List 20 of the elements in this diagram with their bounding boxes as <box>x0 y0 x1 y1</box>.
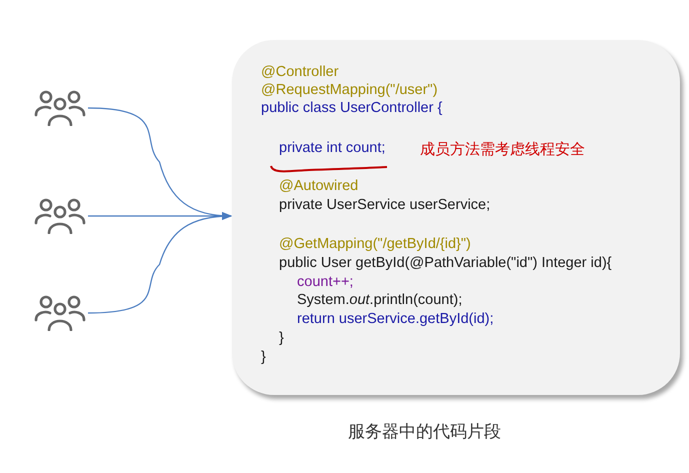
code-line: } <box>279 329 284 347</box>
people-icon <box>34 90 86 126</box>
code-line: System.out.println(count); <box>297 291 462 309</box>
caption: 服务器中的代码片段 <box>348 421 501 443</box>
code-line: public class UserController { <box>261 99 442 117</box>
code-line: } <box>261 348 266 366</box>
code-line: public User getById(@PathVariable("id") Integer id){ <box>279 254 612 272</box>
code-line: private UserService userService; <box>279 196 490 214</box>
code-line: private int count; <box>279 139 386 157</box>
code-line: @GetMapping("/getById/{id}") <box>279 235 471 253</box>
arrow <box>88 212 232 314</box>
people-icon <box>34 198 86 234</box>
code-line: @RequestMapping("/user") <box>261 81 438 99</box>
annotation-note: 成员方法需考虑线程安全 <box>420 141 585 159</box>
code-line: return userService.getById(id); <box>297 310 494 328</box>
people-icon <box>34 295 86 331</box>
code-line: count++; <box>297 273 354 291</box>
code-line: @Autowired <box>279 177 358 195</box>
code-line: @Controller <box>261 63 339 81</box>
code-panel <box>232 40 680 395</box>
